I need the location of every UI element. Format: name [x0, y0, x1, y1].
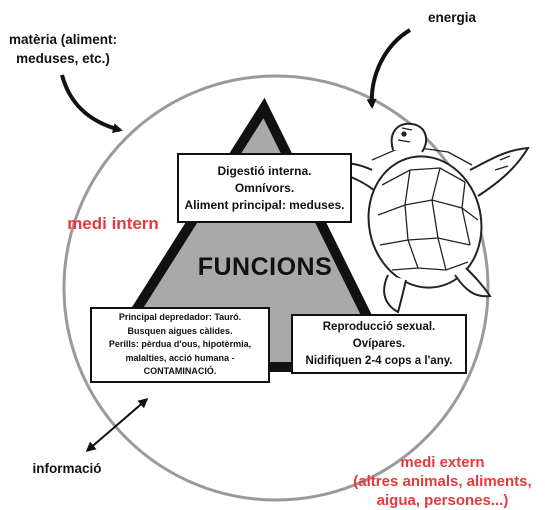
environment-circle	[62, 74, 490, 502]
nutricio-box: Digestió interna. Omnívors. Aliment prin…	[177, 153, 352, 223]
medi-extern-label: medi extern (altres animals, aliments, a…	[353, 454, 532, 509]
reproduccio-text: Reproducció sexual. Ovípares. Nidifiquen…	[305, 320, 453, 367]
materia-arrow-icon	[60, 74, 123, 134]
materia-label: matèria (aliment: meduses, etc.)	[8, 32, 118, 66]
energia-arrow-icon	[366, 28, 412, 109]
reproduccio-box: Reproducció sexual. Ovípares. Nidifiquen…	[291, 314, 467, 374]
nutricio-text: Digestió interna. Omnívors. Aliment prin…	[184, 163, 345, 212]
informacio-label: informació	[32, 461, 102, 476]
relacio-text: Principal depredador: Tauró. Busquen aig…	[108, 312, 252, 377]
diagram-title: FUNCIONS	[197, 253, 333, 281]
turtle-illustration	[319, 122, 530, 314]
energia-label: energia	[427, 10, 477, 25]
informacio-arrow-icon	[85, 398, 149, 452]
relacio-box: Principal depredador: Tauró. Busquen aig…	[90, 307, 270, 383]
medi-intern-label: medi intern	[67, 214, 159, 233]
